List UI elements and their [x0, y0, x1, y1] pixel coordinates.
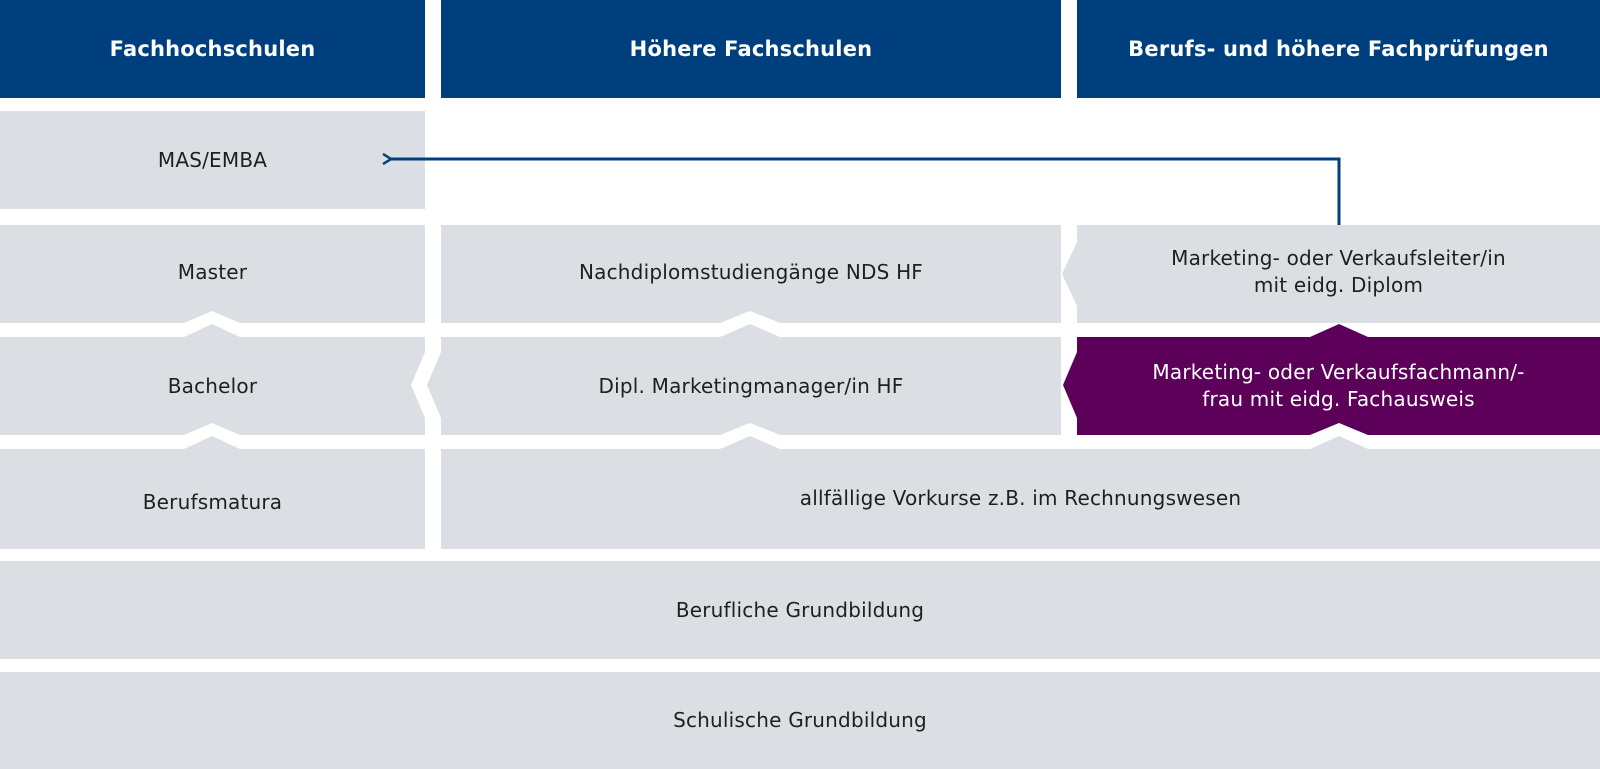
header-bar-hoehere-fachschulen	[441, 0, 1061, 98]
header-bar-fachhochschulen	[0, 0, 425, 98]
box-berufliche-grundbildung	[0, 561, 1600, 659]
box-vorkurse	[441, 436, 1600, 549]
box-verkaufsfachmann	[1063, 324, 1600, 435]
header-fachhochschulen: Fachhochschulen	[109, 36, 316, 61]
box-schulische-grundbildung	[0, 672, 1600, 769]
box-berufsmatura	[0, 436, 425, 549]
header-bar-berufspruefungen	[1077, 0, 1600, 98]
label-nds-hf: Nachdiplomstudiengänge NDS HF	[578, 259, 924, 284]
arrow-verkaufsleiter-to-mas-emba	[391, 159, 1341, 225]
header-berufspruefungen: Berufs- und höhere Fachprüfungen	[1128, 36, 1549, 61]
label-vorkurse: allfällige Vorkurse z.B. im Rechnungswes…	[799, 485, 1242, 510]
label-verkaufsfachmann: Marketing- oder Verkaufsfachmann/- frau …	[1152, 360, 1525, 411]
label-mas-emba: MAS/EMBA	[157, 147, 268, 172]
box-verkaufsleiter	[1062, 225, 1600, 323]
label-bachelor: Bachelor	[167, 373, 258, 398]
label-berufliche-grundbildung: Berufliche Grundbildung	[675, 597, 925, 622]
label-berufsmatura: Berufsmatura	[142, 489, 283, 514]
header-hoehere-fachschulen: Höhere Fachschulen	[629, 36, 873, 61]
label-marketingmanager: Dipl. Marketingmanager/in HF	[598, 373, 904, 398]
label-verkaufsleiter: Marketing- oder Verkaufsleiter/in mit ei…	[1171, 246, 1506, 297]
box-bachelor	[0, 324, 425, 435]
box-master	[0, 225, 425, 323]
box-mas-emba	[0, 111, 425, 209]
label-master: Master	[177, 259, 248, 284]
label-schulische-grundbildung: Schulische Grundbildung	[673, 708, 927, 732]
box-marketingmanager	[427, 324, 1061, 435]
box-nds-hf	[441, 225, 1061, 323]
